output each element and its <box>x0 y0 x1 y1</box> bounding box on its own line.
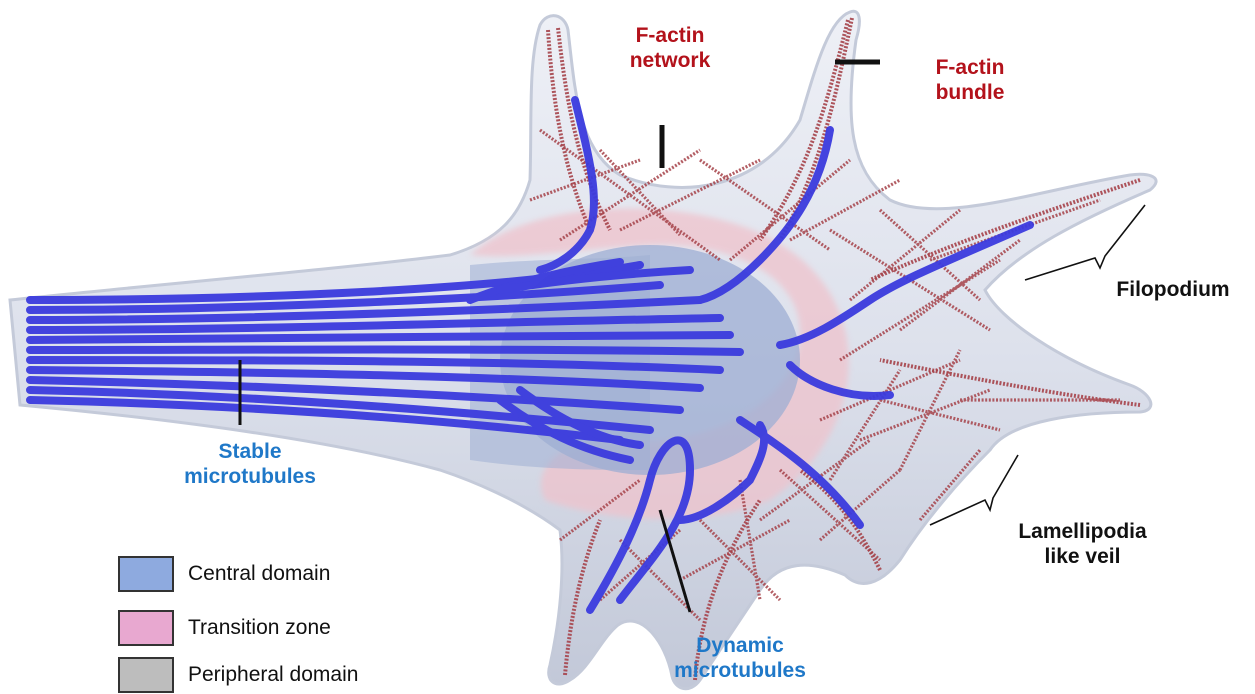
stable-mt-line2: microtubules <box>150 465 350 490</box>
stable-microtubules-label: Stable microtubules <box>150 440 350 490</box>
dynamic-mt-line1: Dynamic <box>640 634 840 659</box>
legend-item-transition: Transition zone <box>118 609 331 647</box>
dynamic-mt-line2: microtubules <box>640 659 840 684</box>
legend-swatch-peripheral <box>118 657 174 693</box>
lamellipodia-line2: like veil <box>990 545 1175 570</box>
legend-item-central: Central domain <box>118 555 330 593</box>
legend-label-central: Central domain <box>188 562 330 586</box>
factin-bundle-line1: F-actin <box>900 56 1040 81</box>
legend-label-transition: Transition zone <box>188 616 331 640</box>
factin-network-label: F-actin network <box>600 24 740 74</box>
lamellipodia-line1: Lamellipodia <box>990 520 1175 545</box>
factin-bundle-label: F-actin bundle <box>900 56 1040 106</box>
factin-network-line1: F-actin <box>600 24 740 49</box>
legend-swatch-central <box>118 556 174 592</box>
lamellipodia-label: Lamellipodia like veil <box>990 520 1175 570</box>
legend-swatch-transition <box>118 610 174 646</box>
factin-network-line2: network <box>600 49 740 74</box>
filopodium-label: Filopodium <box>1098 278 1248 303</box>
legend-label-peripheral: Peripheral domain <box>188 663 358 687</box>
legend-item-peripheral: Peripheral domain <box>118 656 358 694</box>
factin-bundle-line2: bundle <box>900 81 1040 106</box>
dynamic-microtubules-label: Dynamic microtubules <box>640 634 840 684</box>
stable-mt-line1: Stable <box>150 440 350 465</box>
